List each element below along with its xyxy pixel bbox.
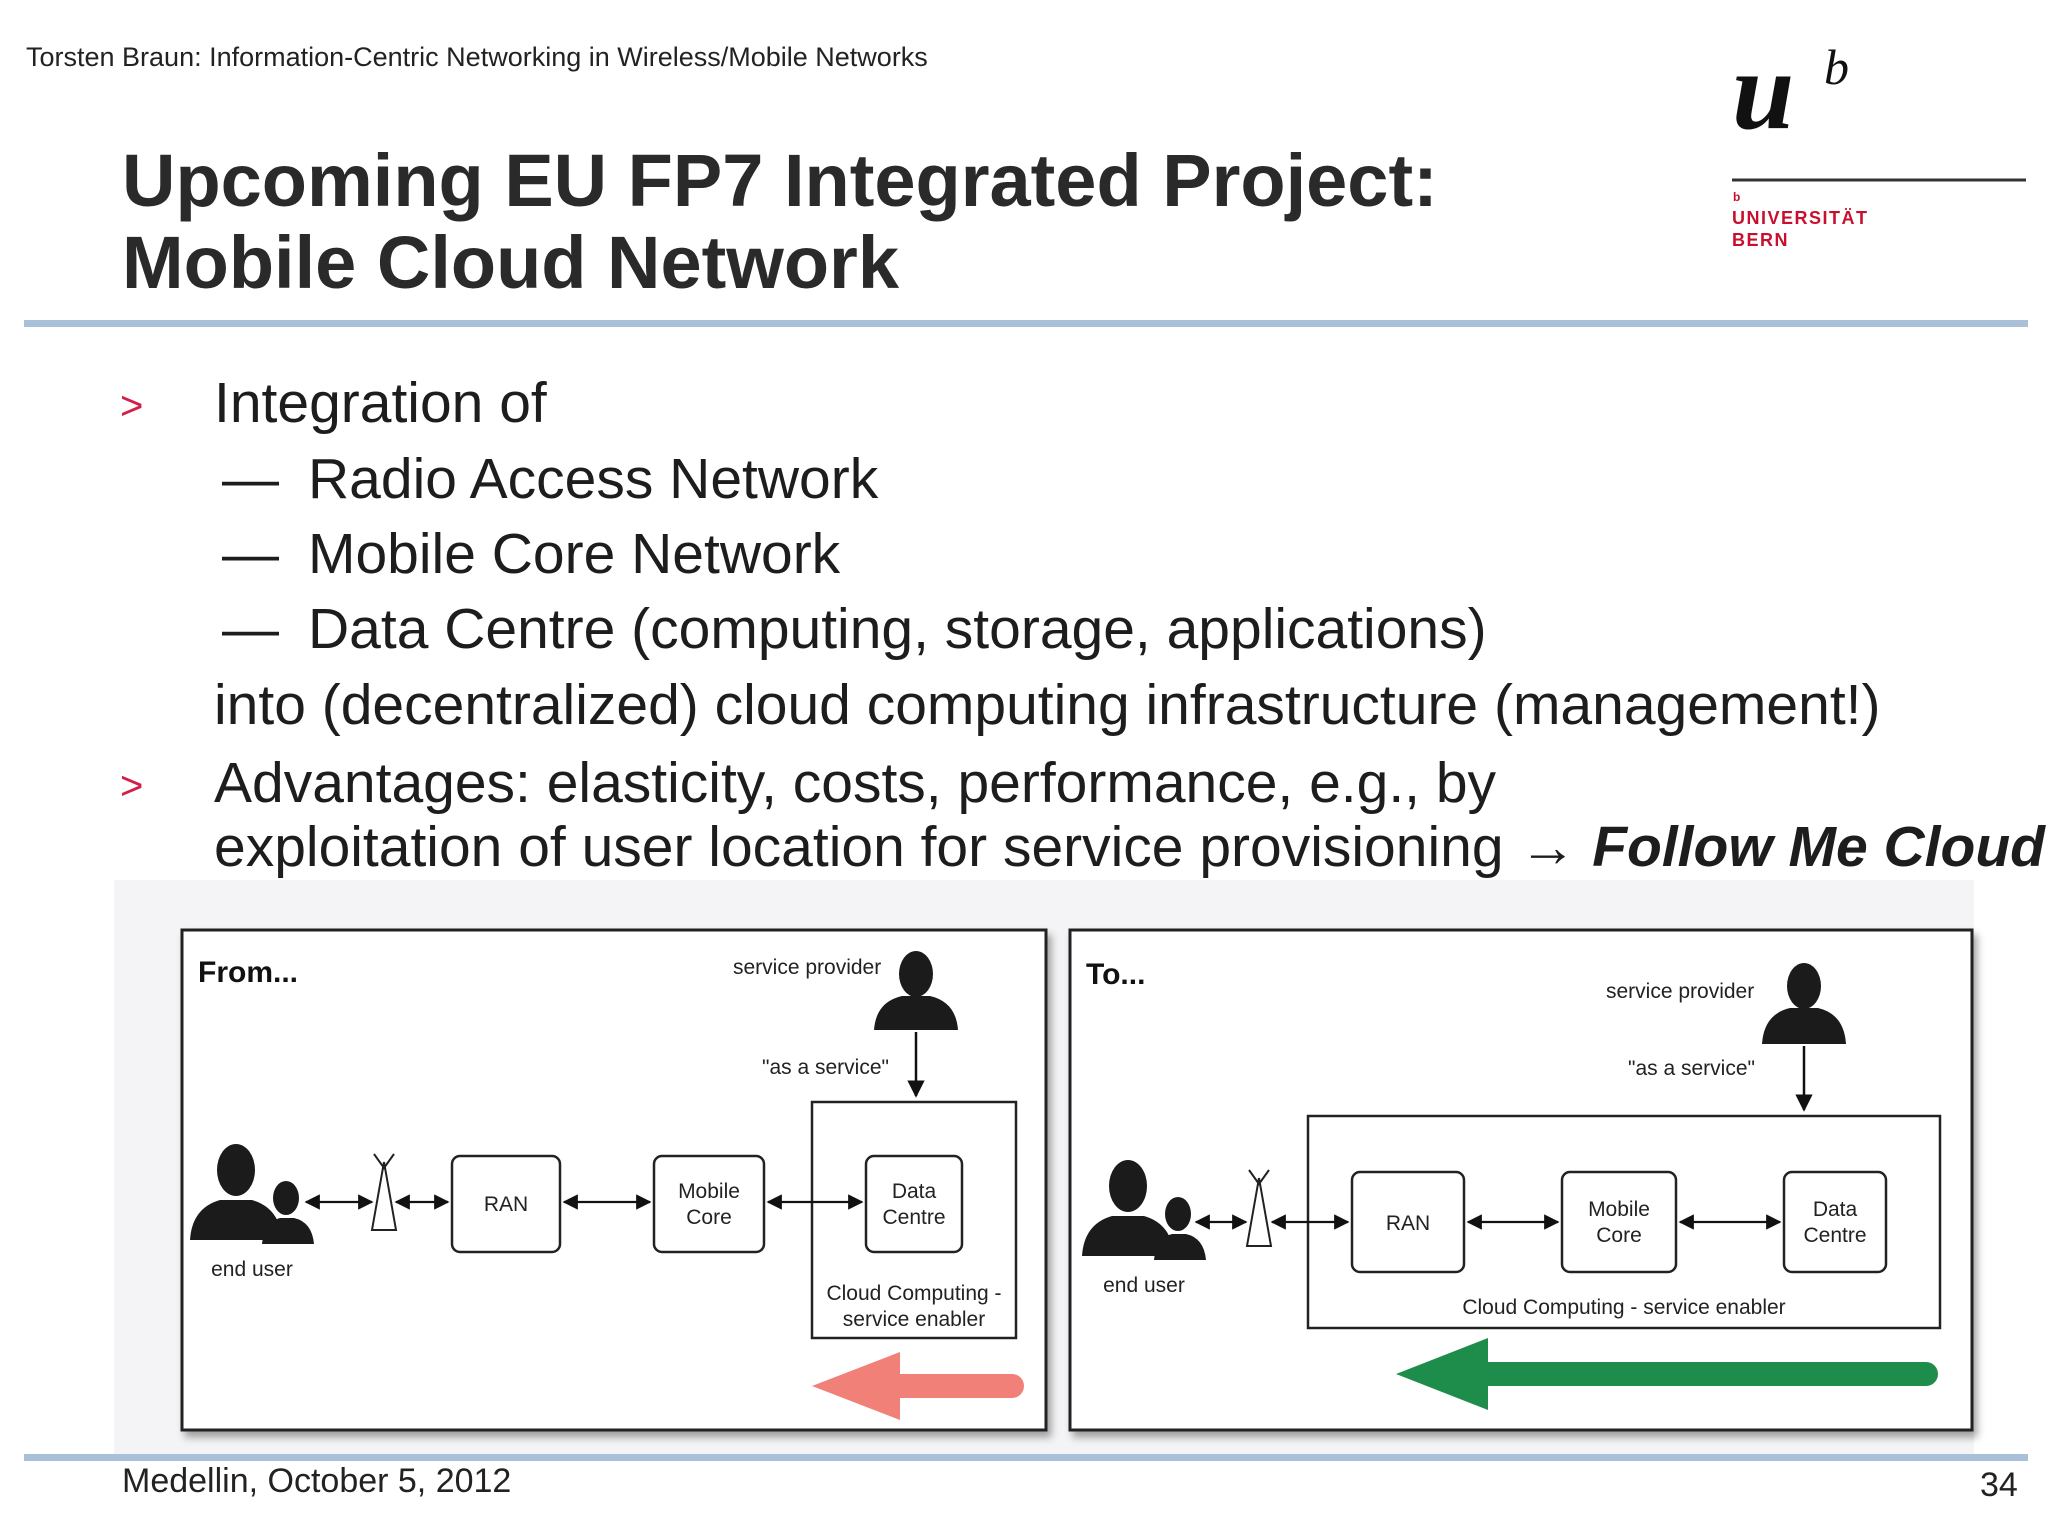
from-panel: From... service provider "as a service" …: [180, 928, 1048, 1432]
from-as-a-service-label: "as a service": [762, 1056, 889, 1079]
from-centre-label: Centre: [882, 1206, 945, 1229]
to-mobile-label: Mobile: [1588, 1198, 1650, 1221]
footer-divider: [24, 1454, 2028, 1461]
to-centre-label: Centre: [1803, 1224, 1866, 1247]
from-service-provider-label: service provider: [733, 956, 881, 979]
logo-u: u: [1732, 29, 1794, 153]
from-cloud-line-1: Cloud Computing -: [826, 1282, 1001, 1305]
from-antenna-icon: [370, 1153, 398, 1231]
from-cloud-line-2: service enabler: [843, 1308, 985, 1331]
slide-title-line-2: Mobile Cloud Network: [122, 221, 899, 304]
to-panel: To... service provider "as a service" Cl…: [1068, 928, 1974, 1432]
bullet-advantages: Advantages: elasticity, costs, performan…: [214, 751, 1497, 815]
from-ran-box: [450, 1154, 562, 1254]
logo-university: UNIVERSITÄT: [1732, 208, 1869, 228]
footer-place-date: Medellin, October 5, 2012: [122, 1462, 512, 1500]
dash-marker: —: [222, 522, 279, 586]
to-service-provider-label: service provider: [1606, 980, 1754, 1003]
from-end-user-label: end user: [211, 1258, 293, 1281]
from-core-box: [652, 1154, 766, 1254]
logo-tiny-b: b: [1733, 190, 1740, 204]
slide-title: Upcoming EU FP7 Integrated Project: Mobi…: [122, 140, 1438, 304]
to-datacentre-box: [1782, 1170, 1888, 1274]
to-core-label: Core: [1596, 1224, 1642, 1247]
university-logo: u b b UNIVERSITÄT BERN: [1732, 29, 2026, 250]
follow-me-cloud: Follow Me Cloud: [1592, 815, 2045, 879]
to-end-user-icon: [1082, 1160, 1206, 1260]
to-ran-label: RAN: [1386, 1212, 1430, 1235]
bullet-advantages-cont: exploitation of user location for servic…: [214, 814, 2045, 880]
to-data-label: Data: [1813, 1198, 1858, 1221]
logo-city: BERN: [1732, 230, 1789, 250]
slide-title-line-1: Upcoming EU FP7 Integrated Project:: [122, 139, 1438, 222]
bullet-marker: >: [120, 384, 144, 428]
bullet-marker: >: [120, 764, 144, 808]
from-core-label: Core: [686, 1206, 732, 1229]
to-provider-person-icon: [1762, 963, 1846, 1044]
from-mobile-label: Mobile: [678, 1180, 740, 1203]
to-end-user-label: end user: [1103, 1274, 1185, 1297]
page-number: 34: [1980, 1466, 2018, 1504]
from-cloud-box: [810, 1100, 1018, 1340]
dash-marker: —: [222, 447, 279, 511]
architecture-diagram: From... service provider "as a service" …: [180, 928, 1974, 1432]
to-heading: To...: [1086, 958, 1145, 991]
to-cloud-label: Cloud Computing - service enabler: [1462, 1296, 1785, 1319]
to-ran-box: [1350, 1170, 1466, 1274]
to-direction-arrow-icon: [1396, 1338, 1938, 1410]
sub-bullet-core: Mobile Core Network: [308, 522, 841, 586]
from-direction-arrow-icon: [812, 1352, 1024, 1420]
sub-bullet-data-centre: Data Centre (computing, storage, applica…: [308, 597, 1487, 661]
from-datacentre-box: [864, 1154, 964, 1254]
to-core-box: [1560, 1170, 1678, 1274]
dash-marker: —: [222, 597, 279, 661]
from-provider-person-icon: [874, 951, 958, 1030]
logo-b: b: [1824, 39, 1849, 95]
title-divider: [24, 320, 2028, 327]
to-as-a-service-label: "as a service": [1628, 1057, 1755, 1080]
from-ran-label: RAN: [484, 1193, 528, 1216]
sub-bullet-ran: Radio Access Network: [308, 447, 879, 511]
advantages-text: exploitation of user location for servic…: [214, 815, 1593, 879]
from-end-user-icon: [190, 1144, 314, 1244]
presentation-header: Torsten Braun: Information-Centric Netwo…: [26, 42, 928, 72]
bullet-continuation: into (decentralized) cloud computing inf…: [214, 673, 1881, 737]
to-antenna-icon: [1245, 1169, 1273, 1247]
from-heading: From...: [198, 956, 298, 989]
from-data-label: Data: [892, 1180, 937, 1203]
bullet-integration: Integration of: [214, 371, 547, 435]
